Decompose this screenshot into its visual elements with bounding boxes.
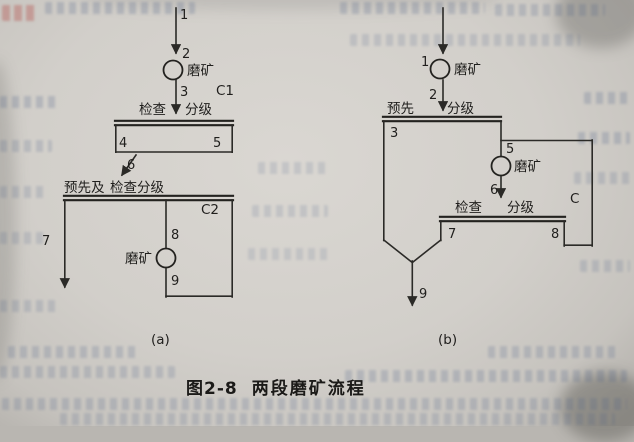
mill-label-a1: 磨矿 — [187, 63, 214, 79]
mill-symbol-b2 — [490, 155, 512, 177]
classifier2-b-tag: C — [570, 191, 579, 207]
mill-symbol-b1 — [429, 58, 451, 80]
mill-symbol-a1 — [162, 59, 184, 81]
classifier2-b-right-label: 分级 — [507, 200, 535, 216]
diagram-b-tag: (b) — [438, 332, 457, 348]
mill-label-a2: 磨矿 — [125, 251, 152, 267]
classifier2-a-right-label: 检查分级 — [110, 180, 164, 196]
stream-line-a6 — [120, 153, 138, 177]
classifier1-a-right-label: 分级 — [185, 102, 212, 118]
stream-label-b5: 5 — [506, 142, 514, 157]
mill-symbol-a2 — [155, 247, 177, 269]
diagram-b: 1 磨矿 2 预先 分级 3 5 磨矿 6 检查 分级 C 7 — [381, 7, 593, 348]
stream-label-a2: 2 — [182, 47, 190, 62]
stream-label-b3: 3 — [390, 126, 398, 141]
classifier1-a-left-label: 检查 — [139, 102, 166, 118]
diagram-a-tag: (a) — [151, 332, 170, 348]
stream-label-b2: 2 — [429, 88, 437, 103]
classifier1-b-left-label: 预先 — [387, 101, 414, 117]
mill-label-b1: 磨矿 — [454, 62, 481, 78]
stream-label-a5: 5 — [213, 136, 221, 151]
stream-label-b6: 6 — [490, 183, 498, 198]
stream-label-a8: 8 — [171, 228, 179, 243]
figure-number: 图2-8 — [186, 379, 238, 399]
stream-label-b9: 9 — [419, 287, 427, 302]
classifier1-a-tag: C1 — [216, 83, 234, 99]
diagram-a: 1 2 磨矿 3 检查 分级 C1 4 5 6 预先及 检查分级 C2 7 — [42, 7, 235, 348]
hopper-right-b — [411, 238, 442, 264]
stream-label-a9: 9 — [171, 274, 179, 289]
stream-label-a7: 7 — [42, 234, 50, 249]
flow-diagram: 1 2 磨矿 3 检查 分级 C1 4 5 6 预先及 检查分级 C2 7 — [42, 7, 593, 348]
classifier2-a-left-label: 预先及 — [64, 180, 105, 196]
hopper-left-b — [382, 238, 413, 264]
classifier2-b-left-label: 检查 — [455, 200, 482, 216]
stream-label-a6: 6 — [127, 158, 135, 173]
stream-label-b7: 7 — [448, 227, 456, 242]
classifier2-a-tag: C2 — [201, 202, 219, 218]
stream-label-a1: 1 — [180, 8, 188, 23]
stream-label-a3: 3 — [180, 85, 188, 100]
mill-label-b2: 磨矿 — [514, 159, 541, 175]
stream-label-a4: 4 — [119, 136, 127, 151]
figure-caption: 图2-8 两段磨矿流程 — [186, 374, 366, 399]
figure-title: 两段磨矿流程 — [251, 379, 366, 399]
stream-label-b1: 1 — [421, 55, 429, 70]
stream-label-b8: 8 — [551, 227, 559, 242]
classifier1-b-right-label: 分级 — [447, 101, 474, 117]
